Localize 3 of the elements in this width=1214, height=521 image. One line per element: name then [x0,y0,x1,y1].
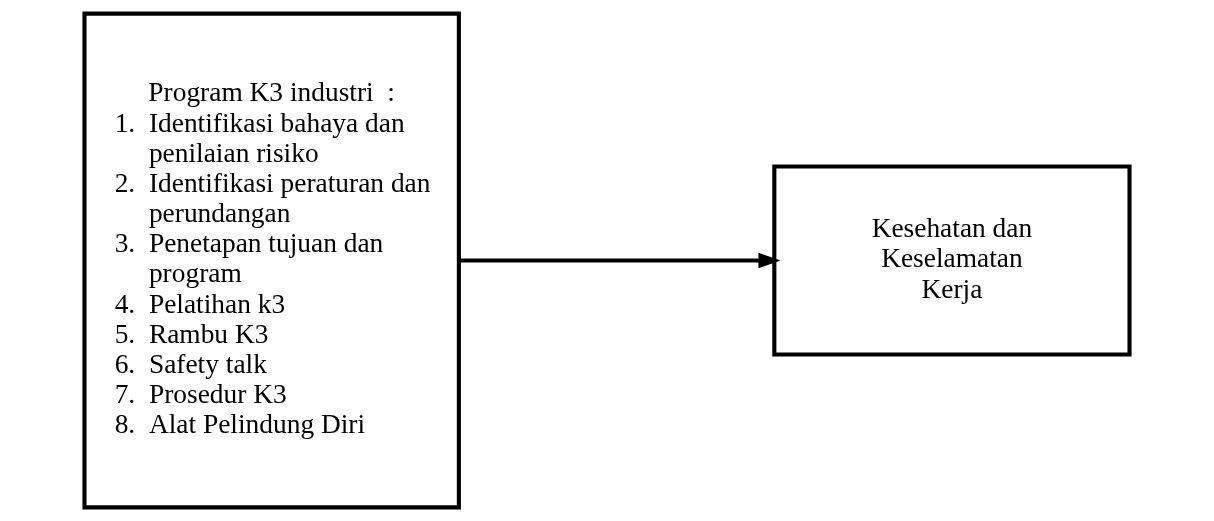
node-box: Program K3 industri : 1. Identifikasi bahaya dan penilaian risiko 2. Identifikasi peraturan dan perundangan 3. Penetapan tujuan dan program 4. Pelatihan k3 5. Rambu K3 6. Safety talk 7. Prosedur K3 8. Alat Pelindung Diri [82,11,461,510]
node-box: Kesehatan dan Keselamatan Kerja [772,164,1132,357]
arrow [459,252,781,269]
